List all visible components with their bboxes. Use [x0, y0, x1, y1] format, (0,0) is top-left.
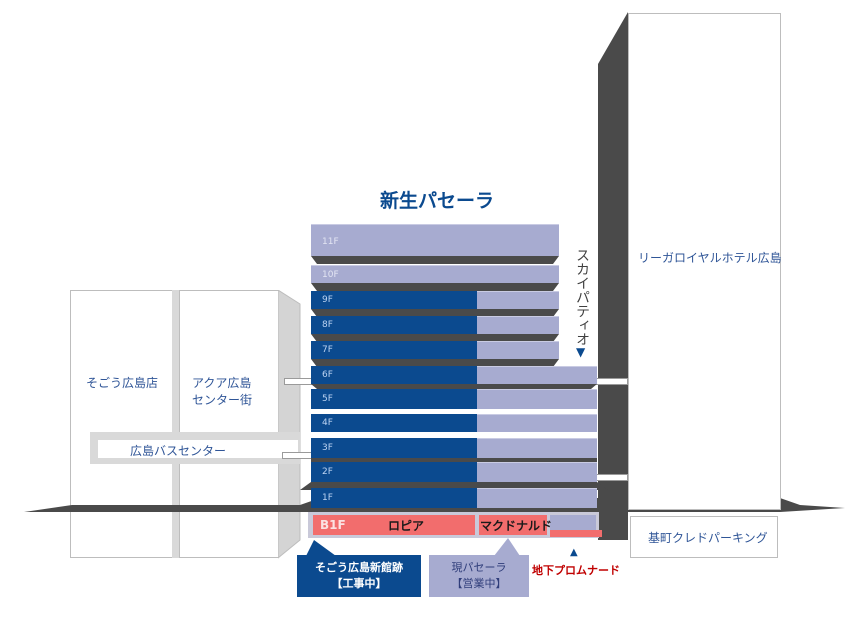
new-section: [311, 414, 477, 432]
current-section: [477, 488, 597, 508]
bus-bridge: [282, 452, 314, 459]
slab-10f: [311, 283, 559, 291]
building-gap: [172, 290, 180, 558]
slab-3f: [311, 458, 597, 462]
callout-pasela-line1: 現パセーラ: [451, 561, 507, 574]
b1f-lopia: [313, 515, 475, 535]
callout-sogo-line1: そごう広島新館跡: [315, 561, 403, 574]
new-section: [311, 316, 477, 334]
floor-label: 4F: [322, 418, 333, 428]
floor-9f: 9F: [311, 291, 559, 309]
floor-label: 1F: [322, 493, 333, 503]
b1f-current-section: [550, 515, 596, 530]
new-section: [311, 438, 477, 458]
promenade-bar: [550, 530, 602, 537]
sogo-building: [70, 290, 175, 558]
slab-9f: [311, 309, 559, 317]
floor-label: 8F: [322, 320, 333, 330]
floor-5f: 5F: [311, 389, 597, 409]
current-section: [477, 462, 597, 482]
callout-pasela-line2: 【営業中】: [451, 577, 507, 590]
bus-center-label: 広島バスセンター: [130, 444, 227, 458]
rihga-building: [628, 13, 781, 510]
floor-label: 5F: [322, 394, 333, 404]
current-section: [477, 366, 597, 384]
callout-sogo-pointer: [306, 540, 336, 556]
floor-3f: 3F: [311, 438, 597, 458]
floor-label: 9F: [322, 295, 333, 305]
floor-label: 6F: [322, 370, 333, 380]
rihga-side-face: [598, 12, 628, 540]
current-section: [477, 389, 597, 409]
current-section: [477, 414, 597, 432]
callout-current-pasela: 現パセーラ 【営業中】: [429, 555, 529, 597]
floor-1f: 1F: [311, 488, 597, 508]
current-section: [477, 291, 559, 309]
floor-4f: 4F: [311, 414, 597, 432]
current-section: [477, 316, 559, 334]
mcdonalds-label: マクドナルド: [480, 519, 553, 533]
callout-pasela-pointer: [494, 538, 520, 556]
credo-parking-label: 基町クレドパーキング: [648, 531, 768, 545]
floor-10f: 10F: [311, 265, 559, 283]
sky-patio-arrow-icon: ▼: [576, 345, 586, 359]
lopia-label: ロピア: [388, 519, 425, 533]
floor-8f: 8F: [311, 316, 559, 334]
floor-label: 3F: [322, 443, 333, 453]
aqua-bridge: [284, 378, 314, 385]
promenade-arrow-icon: ▲: [570, 547, 578, 558]
callout-sogo-line2: 【工事中】: [331, 577, 387, 590]
b1f-mcdonalds: [479, 515, 547, 535]
b1f-label: B1F: [320, 518, 346, 532]
slab-8f: [311, 334, 559, 342]
floor-2f: 2F: [311, 462, 597, 482]
sogo-label: そごう広島店: [86, 376, 159, 390]
floor-6f: 6F: [311, 366, 597, 384]
credo-parking-building: [630, 516, 778, 558]
callout-sogo-new: そごう広島新館跡 【工事中】: [297, 555, 421, 597]
page-title: 新生パセーラ: [380, 190, 495, 212]
promenade-label: 地下プロムナード: [532, 564, 620, 577]
floor-label: 10F: [322, 270, 339, 280]
new-section: [311, 462, 477, 482]
floor-label: 7F: [322, 345, 333, 355]
aqua-building: [179, 290, 279, 558]
current-section: [477, 341, 559, 359]
floor-11f: 11F: [311, 224, 559, 256]
new-section: [311, 389, 477, 409]
rihga-label: リーガロイヤルホテル広島: [638, 251, 782, 265]
floor-label: 2F: [322, 467, 333, 477]
bus-center: [98, 440, 298, 458]
slab-7f: [311, 359, 559, 367]
new-section: [311, 488, 477, 508]
new-section: [311, 366, 477, 384]
slab-6f: [311, 384, 597, 389]
current-section: [477, 438, 597, 458]
new-section: [311, 291, 477, 309]
sky-patio-label: スカイパティオ: [574, 248, 590, 346]
sky-bridge-lower: [596, 474, 628, 481]
slab-11f: [311, 256, 559, 264]
floor-label: 11F: [322, 237, 339, 247]
aqua-label-line2: センター街: [192, 393, 253, 407]
aqua-label-line1: アクア広島: [192, 376, 252, 390]
new-section: [311, 341, 477, 359]
floor-7f: 7F: [311, 341, 559, 359]
aqua-side-face: [278, 290, 301, 559]
